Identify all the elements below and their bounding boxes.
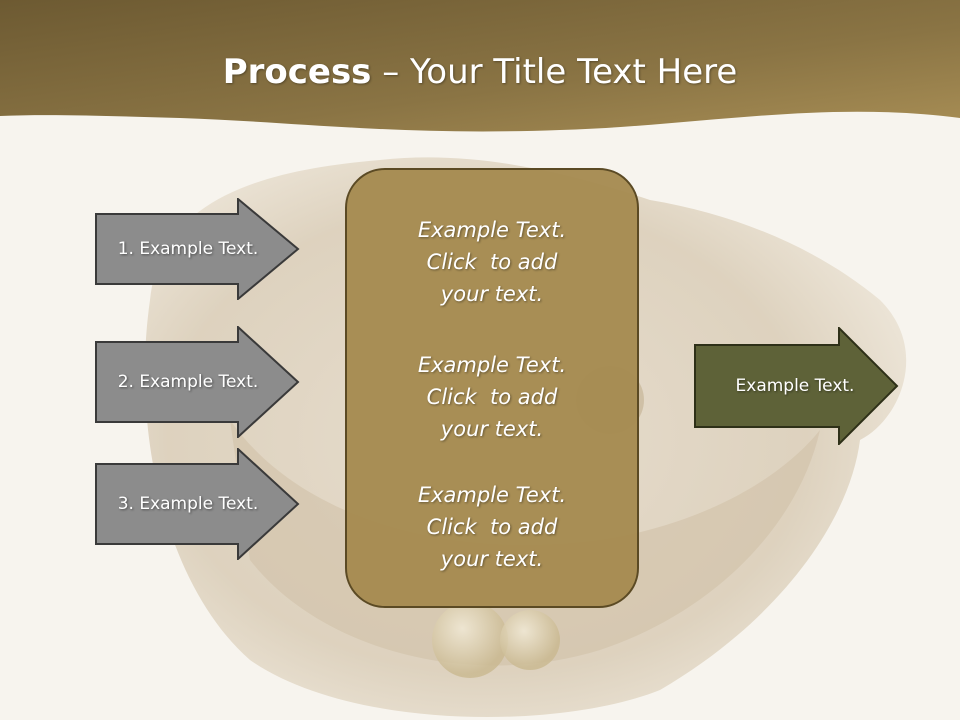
center-item-1-line-1: Example Text. [417,218,567,242]
output-arrow-label: Example Text. [735,376,855,396]
input-arrow-1-label: 1. Example Text. [117,239,259,259]
input-arrow-1-shape [95,198,300,300]
center-process-box[interactable]: Example Text. Click to add your text. Ex… [345,168,639,608]
input-arrow-3-label: 3. Example Text. [117,494,259,514]
center-item-1-line-2: Click to add [426,250,558,274]
input-arrow-2-shape [95,326,300,438]
center-item-2: Example Text. Click to add your text. [347,349,637,445]
center-item-2-line-2: Click to add [426,385,558,409]
center-item-3-line-2: Click to add [426,515,558,539]
center-item-1-line-3: your text. [440,282,544,306]
header-band [0,0,960,132]
center-item-2-line-1: Example Text. [417,353,567,377]
input-arrow-1[interactable]: 1. Example Text. [95,198,300,300]
slide-title: Process – Your Title Text Here [0,52,960,92]
output-arrow[interactable]: Example Text. [694,327,900,445]
input-arrow-3-shape [95,448,300,560]
output-arrow-shape [694,327,899,445]
center-item-1: Example Text. Click to add your text. [347,214,637,310]
input-arrow-2-label: 2. Example Text. [117,372,259,392]
center-item-3: Example Text. Click to add your text. [347,479,637,575]
pearl-shape [432,602,508,678]
input-arrow-2[interactable]: 2. Example Text. [95,326,300,438]
center-item-3-line-3: your text. [440,547,544,571]
title-bold: Process [222,52,372,92]
input-arrow-3[interactable]: 3. Example Text. [95,448,300,560]
title-rest: – Your Title Text Here [371,52,738,92]
center-item-2-line-3: your text. [440,417,544,441]
center-item-3-line-1: Example Text. [417,483,567,507]
